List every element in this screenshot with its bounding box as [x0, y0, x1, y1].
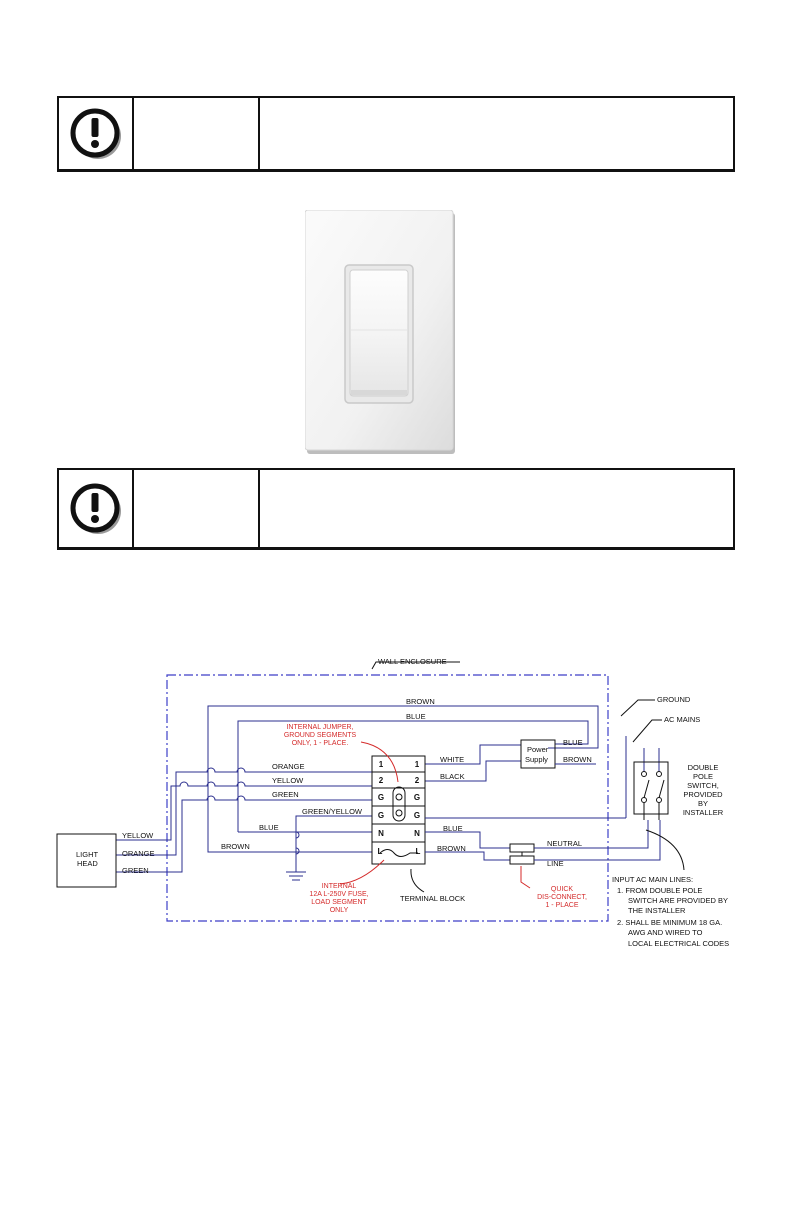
notice-text-cell: [260, 470, 733, 547]
quick-disconnect-leader: [520, 866, 531, 889]
power-supply-box: [520, 739, 556, 769]
terminal-label-2-left: 2: [379, 776, 384, 785]
label-fuse-4: ONLY: [330, 907, 349, 914]
jumper-leader: [360, 741, 399, 783]
label-orange: ORANGE: [272, 762, 305, 771]
wire-blue-neutral: [425, 831, 510, 849]
label-quick-2: DIS-CONNECT,: [537, 894, 587, 901]
terminal-label-2-right: 2: [415, 776, 420, 785]
label-input-4: THE INSTALLER: [628, 906, 686, 915]
label-switch-4: PROVIDED: [683, 790, 723, 799]
wire-brown-line: [425, 851, 510, 861]
label-light-head-2: HEAD: [77, 859, 98, 868]
label-blue-right: BLUE: [443, 824, 463, 833]
label-ac-mains: AC MAINS: [664, 715, 700, 724]
label-light-head-1: LIGHT: [76, 850, 99, 859]
terminal-label-g2-left: G: [378, 811, 384, 820]
notice-box: [57, 468, 735, 550]
label-blue-n: BLUE: [259, 823, 279, 832]
label-switch-2: POLE: [693, 772, 713, 781]
label-power-supply-1: Power: [527, 745, 549, 754]
label-fuse-1: INTERNAL: [322, 883, 357, 890]
label-jumper-2: GROUND SEGMENTS: [284, 732, 357, 739]
label-green-lh: GREEN: [122, 866, 149, 875]
wire-white: [425, 744, 521, 765]
wire-black: [425, 760, 521, 782]
label-ground: GROUND: [657, 695, 691, 704]
wire-green-yellow: [295, 815, 372, 872]
notice-box: [57, 96, 735, 172]
notice-icon-cell: [59, 470, 134, 547]
terminal-label-1-left: 1: [379, 760, 384, 769]
terminal-label-l-right: L: [416, 847, 421, 856]
terminal-label-g2-right: G: [414, 811, 420, 820]
label-quick-1: QUICK: [551, 886, 574, 893]
label-power-supply-2: Supply: [525, 755, 548, 764]
notice-label-cell: [134, 98, 260, 169]
label-blue-top: BLUE: [406, 712, 426, 721]
wall-switch-photo: [305, 210, 455, 454]
notice-text-cell: [260, 98, 733, 169]
label-brown-right: BROWN: [437, 844, 466, 853]
label-input-3: SWITCH ARE PROVIDED BY: [628, 896, 728, 905]
label-brown-ps: BROWN: [563, 755, 592, 764]
label-fuse-2: 12A L-250V FUSE,: [309, 891, 368, 898]
wiring-diagram: WALL ENCLOSURE GROUND AC MAINS BROWN BLU…: [56, 657, 729, 948]
wire-brown-top: [207, 705, 599, 848]
wire-orange: [116, 767, 372, 856]
label-input-1: INPUT AC MAIN LINES:: [612, 875, 693, 884]
label-input-6: AWG AND WIRED TO: [628, 928, 703, 937]
fuse-leader: [339, 859, 385, 885]
label-quick-3: 1 - PLACE: [545, 902, 578, 909]
label-orange-lh: ORANGE: [122, 849, 155, 858]
quick-disconnect: [509, 843, 535, 865]
double-pole-switch: [633, 761, 669, 820]
label-input-7: LOCAL ELECTRICAL CODES: [628, 939, 729, 948]
terminal-block: [371, 755, 426, 865]
wall-enclosure-boundary: [166, 674, 609, 922]
label-yellow: YELLOW: [272, 776, 304, 785]
wire-neutral-out: [534, 820, 649, 849]
label-line: LINE: [547, 859, 564, 868]
caution-icon: [70, 108, 121, 159]
notice-label-cell: [134, 470, 260, 547]
terminal-label-l-left: L: [378, 847, 383, 856]
terminal-label-1-right: 1: [415, 760, 420, 769]
label-input-5: 2. SHALL BE MINIMUM 18 GA.: [617, 918, 722, 927]
label-brown-l: BROWN: [221, 842, 250, 851]
wire-green: [116, 795, 372, 873]
wire-blue-top: [237, 720, 589, 832]
label-jumper-3: ONLY, 1 - PLACE.: [292, 740, 349, 747]
terminal-label-n-right: N: [414, 829, 420, 838]
label-input-2: 1. FROM DOUBLE POLE: [617, 886, 702, 895]
terminal-label-n-left: N: [378, 829, 384, 838]
wire-line-out: [534, 820, 661, 861]
label-fuse-3: LOAD SEGMENT: [311, 899, 367, 906]
notice-icon-cell: [59, 98, 134, 169]
label-green-yellow: GREEN/YELLOW: [302, 807, 363, 816]
label-blue-ps: BLUE: [563, 738, 583, 747]
label-wall-enclosure: WALL ENCLOSURE: [378, 657, 447, 666]
label-neutral: NEUTRAL: [547, 839, 582, 848]
label-yellow-lh: YELLOW: [122, 831, 154, 840]
label-switch-6: INSTALLER: [683, 808, 724, 817]
label-brown-top: BROWN: [406, 697, 435, 706]
wire-yellow: [116, 781, 372, 841]
terminal-label-g1-right: G: [414, 793, 420, 802]
label-switch-3: SWITCH,: [687, 781, 719, 790]
label-white: WHITE: [440, 755, 464, 764]
label-switch-1: DOUBLE: [688, 763, 719, 772]
label-jumper-1: INTERNAL JUMPER,: [286, 724, 353, 731]
wire-brown-l: [207, 848, 372, 853]
terminal-label-g1-left: G: [378, 793, 384, 802]
switch-rocker: [349, 269, 409, 397]
label-black: BLACK: [440, 772, 465, 781]
label-terminal-block: TERMINAL BLOCK: [400, 894, 465, 903]
light-head-box: [56, 833, 117, 888]
label-switch-5: BY: [698, 799, 708, 808]
caution-icon: [70, 483, 121, 534]
earth-ground-symbol: [286, 871, 306, 881]
label-green: GREEN: [272, 790, 299, 799]
